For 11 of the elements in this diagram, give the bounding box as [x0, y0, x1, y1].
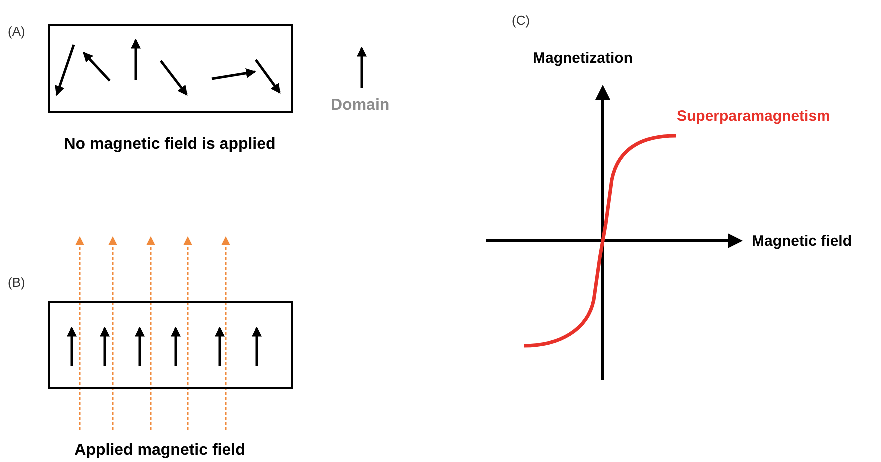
node-label: No magnetic field is applied	[63, 135, 277, 155]
text-label: (A)	[8, 23, 26, 41]
magnet-box	[48, 301, 293, 389]
text-label: Magnetization	[533, 49, 633, 69]
text-label: Magnetic field	[752, 232, 852, 252]
magnet-box	[48, 24, 293, 113]
text-label: (C)	[512, 12, 530, 30]
node-label: Applied magnetic field	[74, 441, 246, 461]
text-label: Domain	[331, 96, 390, 116]
text-label: Superparamagnetism	[677, 107, 830, 127]
text-label: (B)	[8, 274, 26, 292]
